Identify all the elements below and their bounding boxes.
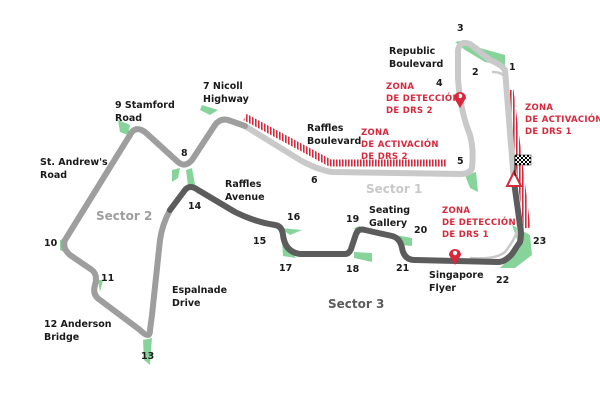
place-espalnade-drive: Espalnade Drive bbox=[172, 285, 228, 309]
checkered-flag-icon bbox=[514, 154, 532, 176]
place-raffles-avenue: Raffles Avenue bbox=[225, 179, 265, 203]
place-republic-boulevard: Republic Boulevard bbox=[389, 46, 444, 70]
corner-23: 23 bbox=[533, 236, 547, 247]
place-seating-gallery: Seating Gallery bbox=[369, 205, 411, 229]
corner-19: 19 bbox=[346, 214, 360, 225]
corner-21: 21 bbox=[396, 263, 410, 274]
drs-activation-zone-2-label: ZONA DE ACTIVACIÓN DE DRS 2 bbox=[361, 128, 439, 162]
drs-detection-pin-icon bbox=[454, 92, 466, 108]
corner-8: 8 bbox=[181, 148, 188, 159]
sector-1-label: Sector 1 bbox=[366, 182, 423, 196]
corner-3: 3 bbox=[457, 23, 464, 34]
corner-16: 16 bbox=[287, 212, 301, 223]
corner-13: 13 bbox=[141, 351, 155, 362]
corner-14: 14 bbox=[188, 201, 202, 212]
corner-12: 12 Anderson Bridge bbox=[44, 319, 112, 343]
corner-20: 20 bbox=[414, 225, 428, 236]
drs-detection-zone-2-label: ZONA DE DETECCIÓN DE DRS 2 bbox=[386, 82, 460, 116]
corner-6: 6 bbox=[311, 175, 318, 186]
sector-3-label: Sector 3 bbox=[328, 297, 385, 311]
corner-1: 1 bbox=[509, 62, 516, 73]
sector-2-label: Sector 2 bbox=[96, 209, 153, 223]
place-st-andrews-road: St. Andrew's Road bbox=[40, 157, 108, 181]
track-sector-1 bbox=[242, 39, 517, 185]
corner-7: 7 Nicoll Highway bbox=[203, 81, 249, 105]
place-raffles-boulevard: Raffles Boulevard bbox=[307, 123, 362, 147]
track-sector-2 bbox=[61, 116, 248, 338]
drs-detection-pin-icon bbox=[449, 249, 461, 265]
corner-15: 15 bbox=[253, 236, 267, 247]
corner-18: 18 bbox=[346, 264, 360, 275]
corner-10: 10 bbox=[44, 238, 58, 249]
corner-4: 4 bbox=[436, 78, 443, 89]
corner-5: 5 bbox=[457, 156, 464, 167]
corner-11: 11 bbox=[101, 273, 115, 284]
pit-lane bbox=[469, 70, 520, 260]
drs-activation-zone-2 bbox=[243, 113, 447, 167]
corner-22: 22 bbox=[496, 275, 510, 286]
track-sector-3 bbox=[167, 179, 524, 265]
start-triangle-icon bbox=[505, 169, 523, 187]
place-singapore-flyer: Singapore Flyer bbox=[429, 270, 484, 294]
drs-detection-zone-1-label: ZONA DE DETECCIÓN DE DRS 1 bbox=[442, 206, 516, 240]
corner-9: 9 Stamford Road bbox=[115, 100, 175, 124]
corner-2: 2 bbox=[472, 67, 479, 78]
drs-activation-zone-1-label: ZONA DE ACTIVACIÓN DE DRS 1 bbox=[525, 103, 600, 137]
corner-17: 17 bbox=[279, 263, 293, 274]
